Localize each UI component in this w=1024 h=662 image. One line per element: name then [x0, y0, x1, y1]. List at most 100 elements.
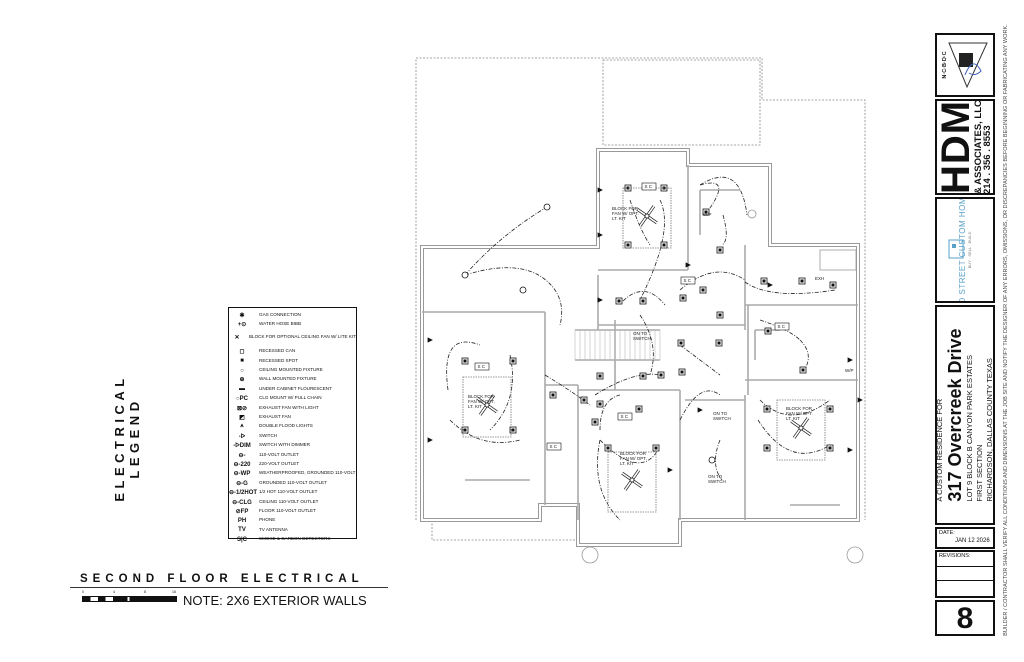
wiring-runs: [446, 176, 836, 521]
recessed-can-center: [766, 329, 770, 333]
legend-symbol-icon: ⊖-CLG: [232, 499, 252, 506]
recessed-can-center: [641, 299, 645, 303]
legend-symbol-icon: ○: [240, 367, 244, 374]
wall-note: NOTE: 2X6 EXTERIOR WALLS: [183, 593, 367, 608]
date-box: DATE: JAN 12 2026: [935, 527, 995, 549]
plan-label: S C: [645, 184, 653, 189]
recessed-can-icon: [660, 241, 668, 249]
legend-item: ⩚DOUBLE FLOOD LIGHTS: [229, 422, 356, 431]
recessed-can-icon: [678, 368, 686, 376]
ncbdc-logo: [948, 42, 988, 89]
recessed-can-icon: [715, 339, 723, 347]
recessed-can-center: [765, 407, 769, 411]
ceiling-fixture-icon: [543, 203, 551, 211]
recessed-can-center: [626, 243, 630, 247]
legend-symbol-icon: ⊠⊘: [236, 405, 248, 412]
date-value: JAN 12 2026: [955, 538, 990, 544]
builder-house-logo: [948, 239, 964, 259]
outlet-icon: [685, 262, 691, 268]
recessed-can-icon: [635, 405, 643, 413]
recessed-can-center: [762, 279, 766, 283]
recessed-can-center: [679, 341, 683, 345]
legend-label: RECESSED CAN: [259, 348, 296, 354]
recessed-can-icon: [461, 426, 469, 434]
wire-run: [622, 291, 666, 306]
wire-run: [594, 373, 661, 396]
legend-symbol-icon: ✱: [239, 313, 245, 319]
legend-symbol-icon: TV: [238, 527, 246, 534]
builder-box: 3RD STREET CUSTOM HOMES BUY · SELL · BUI…: [935, 197, 995, 303]
fan-hub: [629, 477, 635, 483]
section-info: FIRST SECTION: [975, 444, 984, 502]
legend-symbol-icon: PH: [237, 517, 247, 524]
recessed-can-center: [680, 370, 684, 374]
recessed-can-center: [463, 359, 467, 363]
legend-symbol-icon: ⊖-220: [233, 462, 251, 468]
wire-run: [639, 199, 665, 301]
legend-item: ⊖-110-VOLT OUTLET: [229, 451, 356, 460]
plan-label: W/P: [703, 212, 712, 217]
recessed-can-center: [704, 210, 708, 214]
legend-item: ✕BLOCK FOR OPTIONAL CEILING FAN W/ LITE …: [229, 330, 356, 346]
recessed-can-icon: [509, 426, 517, 434]
legend-symbol-icon: ◻: [239, 349, 245, 356]
recessed-can-icon: [702, 208, 710, 216]
legend-label: DOUBLE FLOOD LIGHTS: [259, 423, 313, 429]
legend-label: WATER HOSE BIBB: [259, 321, 302, 327]
wire-run: [679, 390, 721, 421]
legend-symbol-icon: ◩: [239, 415, 245, 421]
legend-label: UNDER CABINET FLOURESCENT: [259, 385, 332, 391]
legend-item: ◻ RECESSED CAN: [229, 347, 356, 356]
wire-run: [744, 281, 836, 294]
recessed-can-icon: [677, 339, 685, 347]
recessed-can-icon: [826, 405, 834, 413]
wire-run: [679, 271, 746, 291]
recessed-can-icon: [716, 246, 724, 254]
plan-label: BLOCK FOR: [612, 206, 639, 211]
recessed-can-icon: [639, 372, 647, 380]
legend-symbol-icon: ⊖-1/2HOT: [229, 490, 258, 497]
outlet-icon: [427, 337, 433, 343]
legend-item: ⊠⊘ EXHAUST FAN WITH LIGHT: [229, 404, 356, 413]
legend-item: ◩EXHAUST FAN: [229, 413, 356, 422]
recessed-can-center: [511, 359, 515, 363]
walls: [420, 148, 864, 564]
recessed-can-icon: [580, 396, 588, 404]
plan-label: S C: [478, 364, 486, 369]
recessed-can-icon: [624, 241, 632, 249]
smoke-detector-icon: [546, 442, 562, 451]
recessed-can-center: [659, 373, 663, 377]
recessed-can-icon: [699, 286, 707, 294]
wire-run: [599, 394, 621, 431]
recessed-can-center: [828, 407, 832, 411]
legend-label: EXHAUST FAN WITH LIGHT: [259, 404, 319, 410]
smoke-detector-icon: [774, 322, 790, 331]
legend-symbol-icon: ▬: [239, 386, 245, 393]
scale-label: 16: [172, 590, 176, 594]
scale-label: 4: [113, 590, 115, 594]
ceiling-fixture-icon: [461, 271, 469, 279]
legend-item: ▬ UNDER CABINET FLOURESCENT: [229, 385, 356, 394]
project-address: 317 Overcreek Drive: [945, 328, 965, 502]
plan-label: W/P: [845, 368, 854, 373]
recessed-can-center: [800, 279, 804, 283]
recessed-can-icon: [591, 418, 599, 426]
smoke-detector-icon: [617, 412, 633, 421]
recessed-can-center: [765, 446, 769, 450]
legend-symbol-icon: ⊕: [239, 377, 245, 384]
outlet-icon: [697, 407, 703, 413]
sheet-title: SECOND FLOOR ELECTRICAL: [80, 573, 364, 585]
recessed-can-center: [718, 313, 722, 317]
wire-run: [446, 341, 481, 391]
fan-hub: [798, 425, 804, 431]
recessed-can-icon: [763, 444, 771, 452]
recessed-can-icon: [798, 277, 806, 285]
plan-label: FAN W/ OPT.: [786, 411, 813, 416]
legend-label: CEILING MOUNTED FIXTURE: [259, 367, 323, 373]
fan-block-outline: [607, 451, 657, 513]
legend-symbol-icon: ⊖-WP: [233, 471, 251, 478]
wire-run: [721, 214, 727, 246]
